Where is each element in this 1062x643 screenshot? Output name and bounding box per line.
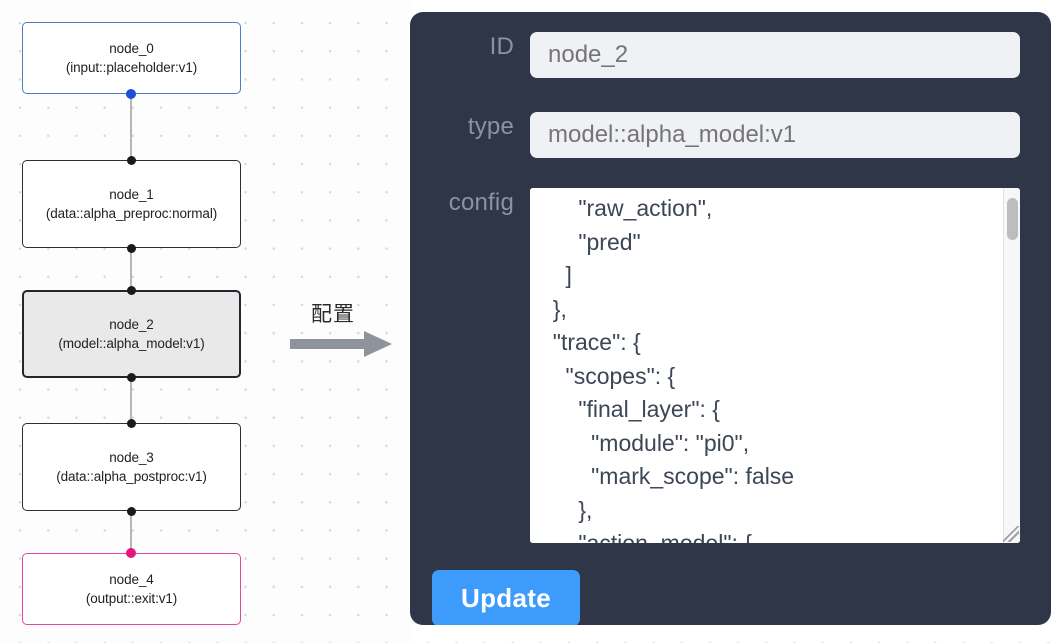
- type-input[interactable]: [530, 112, 1020, 158]
- node-type: (data::alpha_postproc:v1): [56, 469, 207, 484]
- port-node_2-input[interactable]: [127, 286, 136, 295]
- node-id: node_1: [109, 187, 154, 202]
- node-label: node_0 (input::placeholder:v1): [30, 39, 233, 77]
- update-button[interactable]: Update: [432, 570, 580, 625]
- config-textarea-wrapper: [530, 188, 1020, 543]
- node-id: node_4: [109, 572, 154, 587]
- field-row-id: ID: [428, 32, 1020, 78]
- graph-node-node_4[interactable]: node_4 (output::exit:v1): [22, 553, 241, 625]
- port-node_4-input[interactable]: [126, 548, 136, 558]
- edge-node0-node1: [130, 90, 132, 162]
- field-row-config: config: [428, 188, 1020, 543]
- transition-arrow-group: 配置: [290, 298, 398, 360]
- type-field-label: type: [467, 113, 514, 140]
- field-row-type: type: [428, 112, 1020, 158]
- port-node_1-input[interactable]: [127, 156, 136, 165]
- node-inspector-panel: ID type config Update: [410, 12, 1051, 625]
- graph-node-node_0[interactable]: node_0 (input::placeholder:v1): [22, 22, 241, 94]
- port-node_1-output[interactable]: [127, 244, 136, 253]
- config-scroll-thumb[interactable]: [1007, 198, 1018, 240]
- edge-node3-node4: [130, 508, 132, 553]
- node-id: node_0: [109, 41, 154, 56]
- node-type: (model::alpha_model:v1): [58, 336, 205, 351]
- node-type: (output::exit:v1): [85, 591, 178, 606]
- node-id: node_2: [109, 317, 154, 332]
- node-label: node_4 (output::exit:v1): [30, 570, 233, 608]
- arrow-caption: 配置: [311, 302, 355, 326]
- port-node_3-input[interactable]: [127, 419, 136, 428]
- id-field-label: ID: [489, 33, 514, 60]
- node-label: node_2 (model::alpha_model:v1): [31, 315, 232, 353]
- arrow-right-icon: [290, 331, 392, 357]
- edge-node2-node3: [130, 374, 132, 424]
- node-type: (input::placeholder:v1): [65, 60, 198, 75]
- port-node_2-output[interactable]: [127, 373, 136, 382]
- config-scrollbar[interactable]: [1003, 188, 1020, 543]
- port-node_0-output[interactable]: [126, 89, 136, 99]
- config-field-label: config: [448, 189, 514, 216]
- graph-node-node_1[interactable]: node_1 (data::alpha_preproc:normal): [22, 160, 241, 248]
- id-input[interactable]: [530, 32, 1020, 78]
- edge-node1-node2: [130, 245, 132, 295]
- port-node_3-output[interactable]: [127, 507, 136, 516]
- graph-node-node_2[interactable]: node_2 (model::alpha_model:v1): [22, 290, 241, 378]
- graph-node-node_3[interactable]: node_3 (data::alpha_postproc:v1): [22, 423, 241, 511]
- node-label: node_1 (data::alpha_preproc:normal): [30, 185, 233, 223]
- config-textarea[interactable]: [530, 188, 1020, 543]
- node-id: node_3: [109, 450, 154, 465]
- node-type: (data::alpha_preproc:normal): [45, 206, 218, 221]
- config-resize-handle-icon[interactable]: [1003, 526, 1019, 542]
- node-label: node_3 (data::alpha_postproc:v1): [30, 448, 233, 486]
